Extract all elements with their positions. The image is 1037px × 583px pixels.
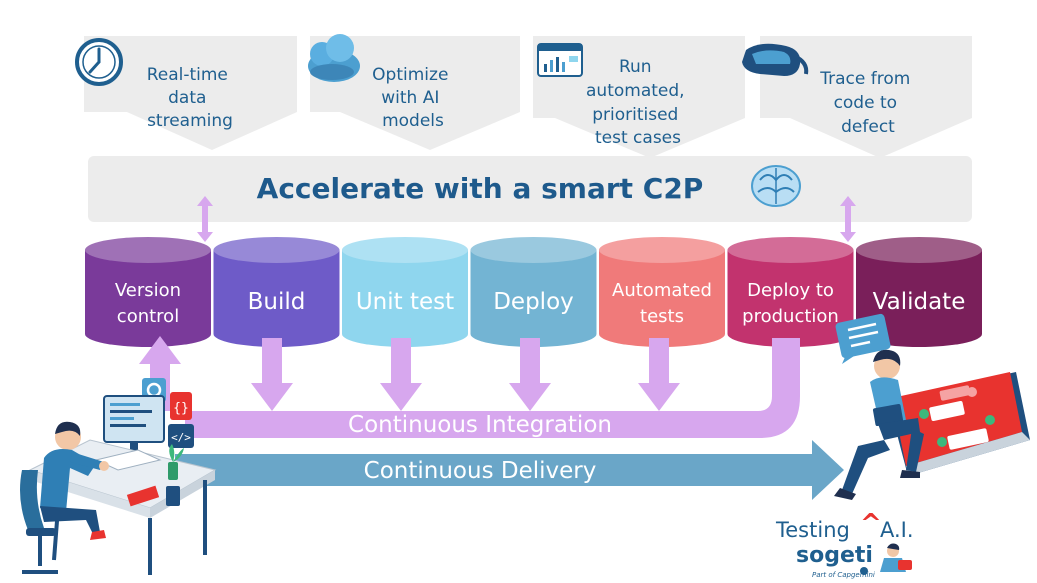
brand-block: Testing ^ A.I. sogeti Part of Capgemini — [775, 509, 914, 579]
stage-top — [85, 237, 211, 263]
tester-illustration — [834, 313, 1030, 500]
ci-label: Continuous Integration — [348, 412, 612, 438]
stage-top — [470, 237, 597, 263]
banner-links — [197, 196, 856, 242]
stage-body — [342, 250, 468, 347]
brand-caret: ^ — [860, 509, 882, 539]
stage-top — [727, 237, 854, 263]
feature-callout-4 — [760, 36, 972, 158]
brackets-icon — [170, 392, 192, 420]
stage-cylinder-3: Unit test — [342, 237, 468, 347]
continuous-delivery-band: Continuous Delivery — [175, 440, 844, 500]
feature-text-4: Trace from code to defect — [819, 69, 915, 137]
stage-cylinder-7: Validate — [856, 237, 982, 347]
stage-body — [470, 250, 597, 347]
stage-label: Validate — [873, 289, 966, 315]
stage-cylinder-2: Build — [213, 237, 340, 347]
feature-text-2: Optimize with AI models — [372, 65, 454, 131]
continuous-integration-band: Continuous Integration — [139, 336, 800, 438]
stage-body — [599, 250, 725, 347]
chat-icon — [835, 313, 891, 364]
double-arrow-left — [197, 196, 213, 242]
ci-down-arrow-automated-tests — [638, 338, 680, 411]
brain-icon — [751, 165, 801, 207]
ci-up-arrow-version-control — [139, 336, 181, 411]
feature-callout-1 — [84, 36, 297, 150]
stage-label: Deploy — [493, 289, 574, 315]
brand-dot — [860, 567, 868, 575]
stage-cylinder-4: Deploy — [470, 237, 597, 347]
ci-band — [185, 338, 800, 438]
cd-label: Continuous Delivery — [364, 458, 597, 484]
feature-text-3: Run automated, prioritised test cases — [586, 57, 690, 148]
stage-top — [213, 237, 340, 263]
stage-body — [856, 250, 982, 347]
dashboard-icon — [537, 43, 583, 77]
stage-top — [856, 237, 982, 263]
stage-top — [342, 237, 468, 263]
ci-down-arrow-deploy — [509, 338, 551, 411]
stage-body — [727, 250, 854, 347]
brand-testing: Testing — [775, 518, 850, 542]
ci-down-arrow-build — [251, 338, 293, 411]
stage-label: Unit test — [356, 289, 454, 315]
stage-body — [213, 250, 340, 347]
banner-panel — [88, 156, 972, 222]
stage-body — [85, 250, 211, 347]
vr-headset-icon — [742, 43, 809, 76]
brand-ai: A.I. — [880, 518, 914, 542]
feature-callout-3 — [533, 36, 745, 158]
double-arrow-right — [840, 196, 856, 242]
top-features: Real-time data streaming Optimize with A… — [75, 34, 972, 158]
cloud-icon — [308, 34, 360, 82]
svg-text:</>: </> — [171, 431, 191, 444]
banner: Accelerate with a smart C2P — [88, 156, 972, 222]
mascot-icon — [880, 543, 912, 572]
clock-icon — [75, 38, 123, 86]
cd-band — [175, 440, 844, 500]
stage-label: Build — [248, 289, 306, 315]
code-tag-icon — [168, 424, 194, 448]
svg-text:{}: {} — [173, 401, 189, 416]
banner-title: Accelerate with a smart C2P — [257, 172, 704, 205]
feature-callout-2 — [310, 36, 520, 150]
sogeti-logo: sogeti — [796, 543, 873, 568]
ci-down-arrow-unit-test — [380, 338, 422, 411]
feature-text-1: Real-time data streaming — [147, 65, 234, 131]
developer-illustration: {} </> — [20, 378, 217, 575]
brand-tagline: Part of Capgemini — [812, 571, 875, 579]
stage-top — [599, 237, 725, 263]
